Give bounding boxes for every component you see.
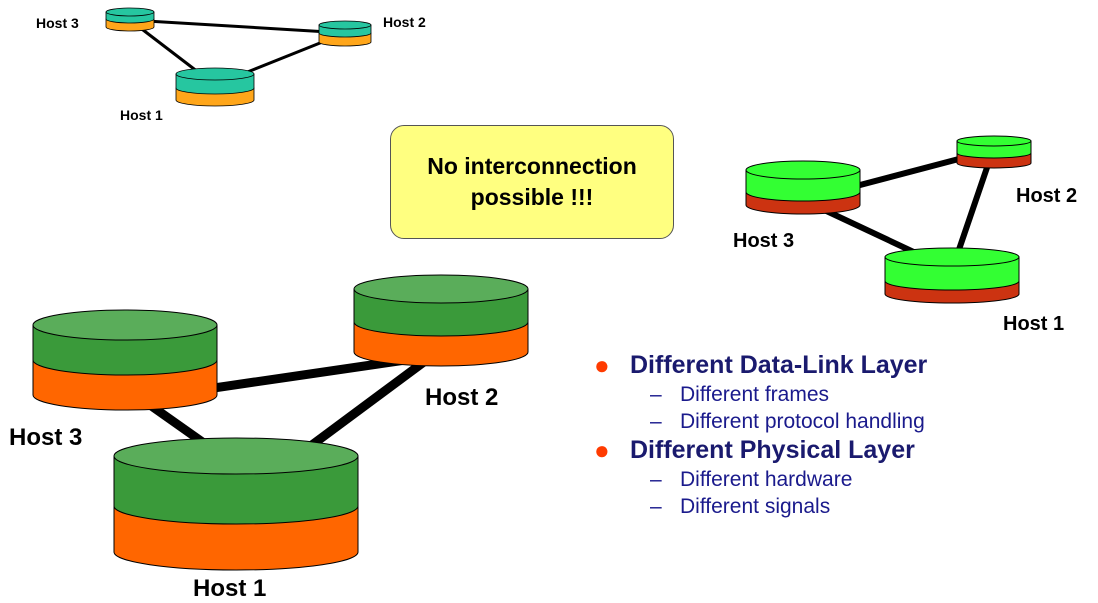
sub-bullet: – Different hardware bbox=[588, 466, 1088, 493]
label-host2: Host 2 bbox=[383, 14, 426, 30]
bullet-physical-layer: ● Different Physical Layer bbox=[588, 435, 1088, 466]
label-host2: Host 2 bbox=[425, 384, 498, 411]
host2-cylinder bbox=[956, 135, 1032, 169]
host3-cylinder bbox=[32, 309, 218, 411]
label-host3: Host 3 bbox=[36, 15, 79, 31]
label-host1: Host 1 bbox=[1003, 313, 1064, 335]
label-host2: Host 2 bbox=[1016, 185, 1077, 207]
callout-line-2: possible !!! bbox=[470, 184, 594, 210]
host2-cylinder bbox=[318, 20, 372, 47]
label-host3: Host 3 bbox=[733, 230, 794, 252]
bullet-dot-icon: ● bbox=[594, 350, 610, 380]
sub-bullet-text: Different signals bbox=[680, 495, 831, 518]
sub-bullet: – Different protocol handling bbox=[588, 408, 1088, 435]
dash-icon: – bbox=[650, 495, 662, 518]
network-top-left: Host 3 Host 2 Host 1 bbox=[36, 7, 426, 123]
sub-bullet: – Different frames bbox=[588, 381, 1088, 408]
label-host1: Host 1 bbox=[120, 107, 163, 123]
dash-icon: – bbox=[650, 468, 662, 491]
bullet-list: ● Different Data-Link Layer – Different … bbox=[588, 350, 1088, 520]
callout-line-1: No interconnection bbox=[427, 153, 637, 179]
no-interconnection-callout: No interconnection possible !!! bbox=[390, 125, 674, 239]
sub-bullet-text: Different frames bbox=[680, 383, 829, 406]
host3-cylinder bbox=[105, 7, 155, 32]
bullet-title: Different Physical Layer bbox=[630, 436, 915, 464]
sub-bullet: – Different signals bbox=[588, 493, 1088, 520]
host2-cylinder bbox=[353, 274, 529, 367]
label-host3: Host 3 bbox=[9, 424, 82, 451]
host3-cylinder bbox=[745, 160, 861, 215]
label-host1: Host 1 bbox=[193, 575, 266, 602]
network-bottom: Host 3 Host 2 Host 1 bbox=[9, 274, 529, 602]
link-host3-host2 bbox=[129, 18, 346, 35]
host1-cylinder bbox=[884, 247, 1020, 304]
network-right: Host 3 Host 2 Host 1 bbox=[733, 135, 1077, 335]
host1-cylinder bbox=[175, 67, 255, 107]
sub-bullet-text: Different hardware bbox=[680, 468, 853, 491]
bullet-data-link-layer: ● Different Data-Link Layer bbox=[588, 350, 1088, 381]
host1-cylinder bbox=[113, 437, 359, 571]
bullet-title: Different Data-Link Layer bbox=[630, 351, 928, 379]
dash-icon: – bbox=[650, 383, 662, 406]
sub-bullet-text: Different protocol handling bbox=[680, 410, 925, 433]
bullet-dot-icon: ● bbox=[594, 435, 610, 465]
dash-icon: – bbox=[650, 410, 662, 433]
